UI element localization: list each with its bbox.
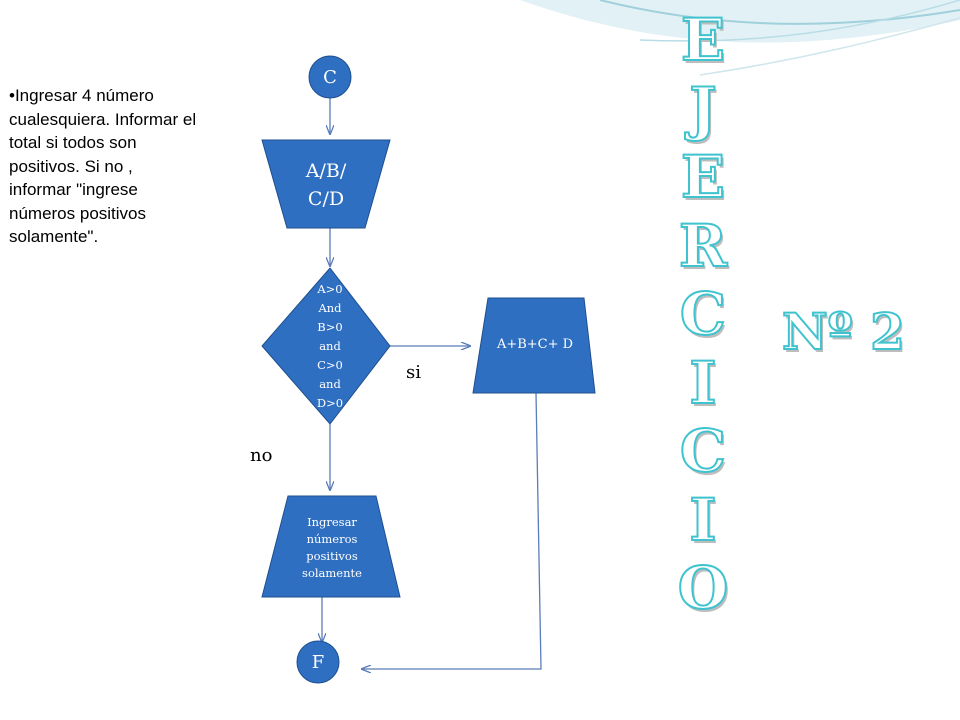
title-letter: I: [688, 348, 717, 418]
message-output-node: [261, 495, 401, 598]
no-branch-label: no: [250, 445, 273, 466]
swoosh-curve-3: [639, 0, 960, 42]
instructions-bullet: •: [9, 86, 15, 105]
vertical-title: E J E R C I C I O: [668, 5, 738, 623]
decision-line-5: C>0: [317, 357, 343, 372]
instructions-body: Ingresar 4 número cualesquiera. Informar…: [9, 86, 197, 246]
exercise-number: Nº 2: [781, 301, 906, 362]
input-node-label: A/B/ C/D: [305, 160, 347, 210]
decision-node: [261, 267, 391, 425]
title-letter: C: [679, 279, 727, 349]
decision-line-3: B>0: [317, 319, 343, 334]
swoosh-curve-2: [599, 0, 960, 25]
title-letter: E: [680, 142, 726, 212]
decision-line-6: and: [319, 376, 341, 391]
start-node-label: C: [323, 66, 337, 88]
title-letter: C: [679, 416, 727, 486]
end-node-label: F: [311, 651, 325, 673]
title-letter: E: [680, 5, 726, 75]
start-node: [308, 55, 352, 99]
instructions-text: •Ingresar 4 número cualesquiera. Informa…: [9, 84, 197, 249]
swoosh-curve-4: [699, 17, 960, 76]
decision-line-7: D>0: [316, 395, 344, 410]
sum-output-label: A+B+C+ D: [496, 337, 574, 352]
yes-branch-label: si: [406, 362, 421, 383]
decision-line-1: A>0: [317, 281, 343, 296]
decision-line-2: And: [318, 300, 342, 315]
title-letter: O: [677, 553, 730, 623]
input-node: [261, 139, 391, 229]
title-letter: J: [688, 74, 717, 144]
end-node: [296, 640, 340, 684]
sum-output-node: [472, 297, 596, 394]
decision-node-label: A>0 And B>0 and C>0 and D>0: [300, 276, 360, 416]
title-letter: I: [688, 485, 717, 555]
decision-line-4: and: [319, 338, 341, 353]
arrow-sum-to-end: [362, 392, 542, 669]
message-output-label: Ingresar números positivos solamente: [302, 515, 362, 580]
title-letter: R: [678, 211, 728, 281]
